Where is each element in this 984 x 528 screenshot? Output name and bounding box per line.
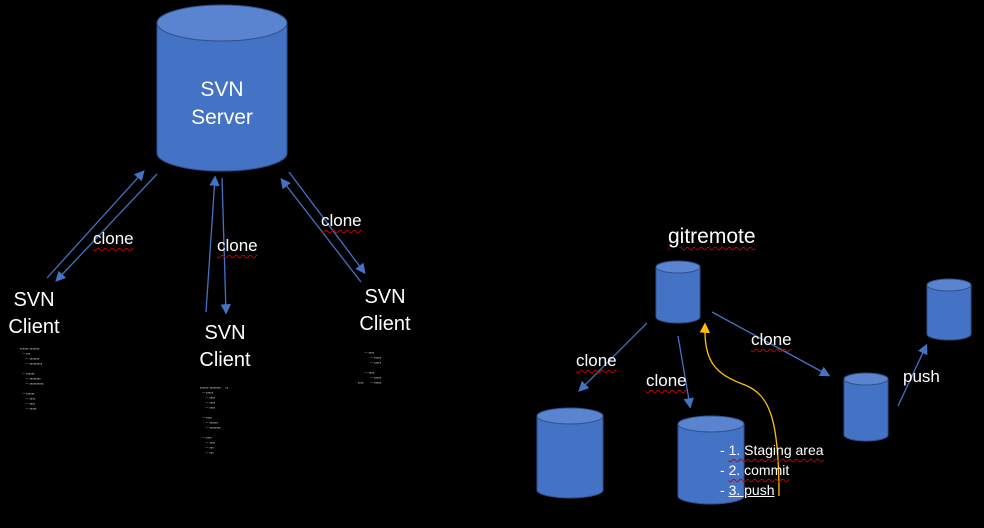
git-step-1: - 1. Staging area [720,442,824,458]
svn-arrow-mid-up [205,175,220,313]
git-clone-label-right: clone [751,330,792,349]
git-step-3-text: 3. push [728,482,775,498]
git-clone-right-arrow [711,311,831,377]
folder-tree-thumbnail-middle: ▪▪▪▪▪▪ ▪▪▪▪▪▪▪▪ ▪▪ ─ ▪▪▪▪▪ ─ ▪▪▪▪ ─ ▪▪▪▪… [200,385,229,455]
svn-client-left-line1: SVN [13,289,55,311]
svn-client-right-title: SVN Client [351,284,419,338]
folder-tree-thumbnail-right: ─ ▪▪▪▪ ─ ▪▪▪▪▪ ─ ▪▪▪▪▪ ─ ▪▪▪▪ ─ ▪▪▪▪▪ ▪▪… [358,350,382,385]
git-step-1-text: 1. Staging area [728,442,824,458]
svn-client-left-title: SVN Client [0,287,68,341]
git-clone-label-left: clone [576,351,617,370]
git-clone-label-middle: clone [646,371,687,390]
git-remote-title: gitremote [668,225,756,248]
svn-client-middle-line2: Client [199,349,251,371]
svn-clone-label-left: clone [93,229,134,248]
git-step-3: - 3. push [720,482,775,498]
git-push-label: push [903,367,940,386]
git-local-repo-middle [677,415,745,505]
svn-server-title: SVN Server [172,76,272,132]
svn-arrow-mid-down [220,177,231,315]
git-arrows [578,311,928,409]
svn-clone-label-middle: clone [217,236,258,255]
svn-client-left-line2: Client [8,316,60,338]
svn-arrow-left-down [55,173,158,282]
git-workflow-steps: - 1. Staging area - 2. commit - 3. push [720,440,824,500]
git-second-remote-cylinder [926,278,972,341]
svn-arrow-right-down [288,171,366,275]
git-push-arrow [897,343,928,407]
svn-client-middle-line1: SVN [204,322,246,344]
svn-clone-label-right: clone [321,211,362,230]
svn-server-title-line1: SVN [200,78,244,101]
folder-tree-thumbnail-left: ▪▪▪▪▪▪ ▪▪▪▪▪▪▪ ─ ▪▪▪ ─ ▪▪▪▪▪▪▪ ─ ▪▪▪▪▪▪▪… [20,346,44,411]
push-to-remote-curve [699,322,780,497]
git-step-2-text: 2. commit [728,462,790,478]
git-step-2: - 2. commit [720,462,790,478]
svn-client-right-line1: SVN [364,286,406,308]
svn-server-title-line2: Server [191,106,253,129]
svn-client-middle-title: SVN Client [190,320,260,374]
git-local-repo-left [536,407,604,499]
svn-arrows [46,170,366,315]
svn-client-right-line2: Client [359,313,411,335]
git-clone-left-arrow [578,322,648,392]
svn-server-cylinder [156,4,288,172]
git-clone-mid-arrow [677,335,694,409]
svn-arrow-right-up [280,177,362,283]
svn-arrow-left-up [46,170,145,279]
git-local-repo-right [843,372,889,442]
git-remote-cylinder [655,260,701,324]
